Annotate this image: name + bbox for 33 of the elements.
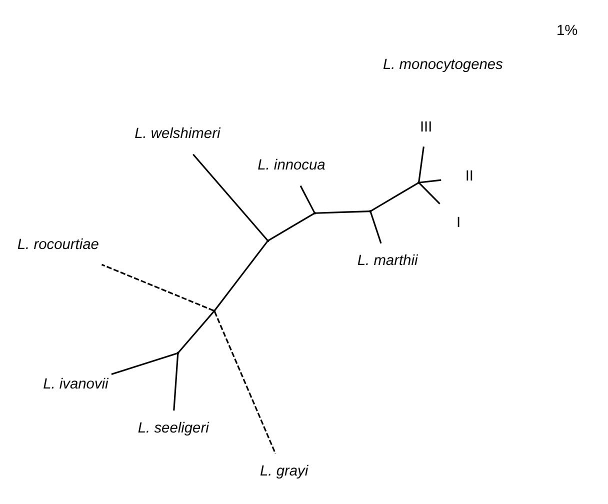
connector (418, 182, 440, 204)
node-point (368, 210, 372, 213)
node-text: L. rocourtiae (16, 237, 98, 254)
node-text: L. ivanovii (42, 376, 108, 393)
node-text: L. welshimeri (134, 126, 220, 142)
connector (214, 240, 268, 311)
connector (172, 354, 178, 411)
connector (369, 212, 382, 244)
node-text: I (456, 214, 460, 231)
connector (299, 185, 314, 213)
node-text: III (419, 119, 432, 136)
node-text: II (464, 168, 473, 185)
connector (418, 146, 424, 182)
connector (419, 179, 441, 184)
connector (192, 154, 268, 241)
connector (315, 210, 370, 214)
node-text: L. seeligeri (137, 420, 208, 437)
connector (370, 182, 418, 212)
node-point (417, 181, 420, 184)
node-point (312, 212, 316, 214)
node-point (212, 310, 216, 312)
node-point (176, 352, 179, 354)
label: 1% (556, 23, 578, 40)
connector (213, 311, 276, 454)
connector (110, 352, 177, 376)
label: L. monocytogenes (382, 56, 502, 73)
connector (100, 264, 214, 312)
node-text: L. marthii (356, 253, 418, 270)
connector (177, 311, 214, 353)
node-text: L. innocua (257, 158, 325, 174)
connector (268, 212, 314, 241)
node-text: L. grayi (260, 464, 308, 480)
node-point (266, 239, 269, 242)
